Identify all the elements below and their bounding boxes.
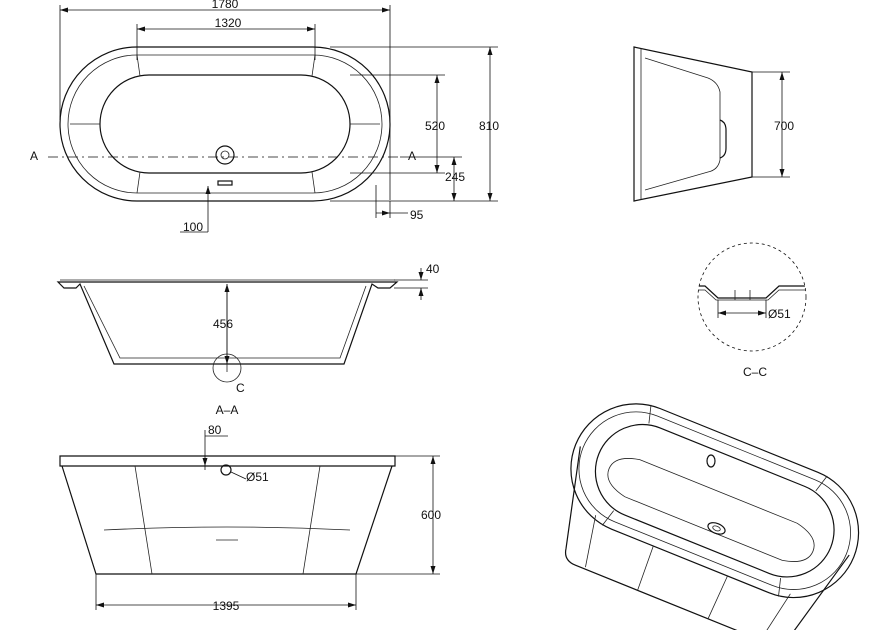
dim-overall-width-text: 810 bbox=[479, 119, 499, 133]
dim-rim-right: 95 bbox=[375, 185, 424, 222]
front-rim bbox=[59, 455, 396, 467]
overflow-slot bbox=[217, 180, 233, 186]
front-view: 80 Ø51 600 1395 bbox=[59, 423, 441, 613]
tub-rim-edge-top bbox=[136, 54, 316, 194]
dim-overflow: 100 bbox=[180, 186, 211, 234]
iso-body bbox=[564, 446, 850, 630]
section-inner-wall bbox=[83, 285, 367, 359]
detail-waste-profile-inner bbox=[698, 289, 806, 301]
dim-inner-length-text: 1320 bbox=[215, 16, 242, 30]
section-aa: C 40 456 A–A bbox=[56, 262, 440, 417]
iso-panel-lines bbox=[585, 515, 791, 630]
section-label-aa: A–A bbox=[216, 403, 239, 417]
dim-rim-right-text: 95 bbox=[410, 208, 424, 222]
dim-overall-length-text: 1780 bbox=[212, 0, 239, 11]
front-overflow bbox=[220, 464, 232, 476]
waste-outlet bbox=[215, 145, 235, 165]
detail-mark-c: C bbox=[236, 381, 245, 395]
dim-waste-offset-text: 245 bbox=[445, 170, 465, 184]
section-mark-right: A bbox=[408, 149, 416, 163]
tub-rim-inner bbox=[67, 54, 383, 194]
dim-front-waste-offset-text: 80 bbox=[208, 423, 222, 437]
dim-front-base-text: 1395 bbox=[213, 599, 240, 613]
dim-inner-length: 1320 bbox=[136, 16, 316, 60]
detail-cc-circle bbox=[697, 242, 807, 352]
top-view: A A 1780 1320 520 bbox=[30, 0, 499, 234]
front-panel-lines bbox=[134, 465, 321, 575]
iso-overflow bbox=[706, 454, 716, 468]
dim-overall-length: 1780 bbox=[59, 0, 391, 200]
dim-front-height: 600 bbox=[356, 455, 441, 575]
dim-front-height-text: 600 bbox=[421, 508, 441, 522]
iso-waste-outlet-inner bbox=[712, 525, 721, 532]
iso-inner-bowl bbox=[594, 423, 835, 578]
iso-rim-edges bbox=[601, 404, 828, 597]
dim-depth-text: 456 bbox=[213, 317, 233, 331]
section-mark-left: A bbox=[30, 149, 38, 163]
dim-rim-thickness: 40 bbox=[394, 262, 440, 300]
dim-overflow-text: 100 bbox=[183, 220, 203, 234]
dim-front-waste-offset: 80 bbox=[202, 423, 228, 470]
dim-rim-thickness-text: 40 bbox=[426, 262, 440, 276]
detail-cc: Ø51 C–C bbox=[697, 242, 807, 379]
dim-overall-width: 810 bbox=[330, 46, 499, 202]
dim-detail-waste-text: Ø51 bbox=[768, 307, 791, 321]
iso-rim-inner bbox=[578, 411, 851, 590]
side-view: 700 bbox=[633, 46, 794, 202]
dim-side-height: 700 bbox=[752, 71, 794, 178]
section-outline bbox=[56, 281, 399, 365]
dim-front-waste: Ø51 bbox=[230, 470, 269, 484]
detail-label-cc: C–C bbox=[743, 365, 767, 379]
isometric-view bbox=[564, 403, 860, 630]
detail-waste-profile bbox=[698, 285, 806, 299]
tub-outer-rim bbox=[59, 46, 391, 202]
dim-depth: 456 bbox=[213, 284, 233, 364]
dim-inner-width-text: 520 bbox=[425, 119, 445, 133]
dim-detail-waste: Ø51 bbox=[717, 300, 791, 321]
side-outline bbox=[633, 46, 753, 202]
side-inner-bowl bbox=[644, 57, 721, 191]
tub-inner-bowl bbox=[99, 74, 351, 174]
side-waste-bulge bbox=[719, 119, 727, 159]
iso-waste-outlet bbox=[707, 522, 726, 535]
iso-outer-rim bbox=[570, 403, 860, 599]
front-inner-bottom bbox=[103, 526, 351, 531]
dim-front-waste-text: Ø51 bbox=[246, 470, 269, 484]
front-body bbox=[61, 465, 393, 575]
iso-bowl-floor bbox=[607, 458, 815, 562]
waste-outlet-inner bbox=[220, 150, 230, 160]
dim-waste-offset: 245 bbox=[400, 156, 465, 201]
dim-front-base: 1395 bbox=[95, 574, 357, 613]
dim-side-height-text: 700 bbox=[774, 119, 794, 133]
